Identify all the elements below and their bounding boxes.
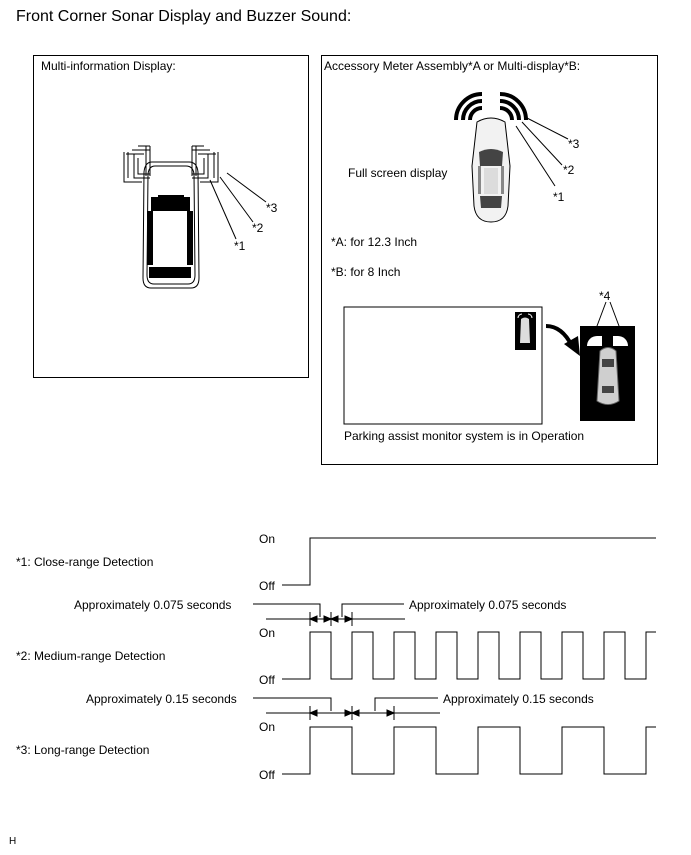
on-label-3: On [259,720,275,734]
page-title: Front Corner Sonar Display and Buzzer So… [16,8,352,25]
multi-display-screen [343,306,543,425]
note-a: *A: for 12.3 Inch [331,235,417,249]
vehicle-icon [142,161,200,289]
callout-1: *1 [553,190,565,204]
operation-label: Parking assist monitor system is in Oper… [344,429,584,443]
medium-interval-right: Approximately 0.075 seconds [409,598,566,612]
on-label-1: On [259,532,275,546]
panel-heading: Accessory Meter Assembly*A or Multi-disp… [324,59,581,73]
panel-heading: Multi-information Display: [41,59,176,73]
long-interval-right: Approximately 0.15 seconds [443,692,594,706]
medium-leader-left [253,603,321,617]
accessory-meter-diagram: *3 *2 *1 Full screen display *A: for 12.… [331,92,635,443]
note-b: *B: for 8 Inch [331,265,400,279]
close-range-waveform [282,537,656,586]
long-leader-right [374,697,438,711]
callout-2: *2 [563,163,575,177]
callout-3: *3 [266,201,278,215]
medium-interval-left: Approximately 0.075 seconds [74,598,231,612]
car-top-view [471,117,511,223]
callout-1: *1 [234,239,246,253]
callout-4-leaders [593,301,623,335]
callout-4: *4 [599,289,611,303]
arrow-head-icon [564,336,580,356]
enlarged-sonar-display [580,326,635,421]
callout-leaders [515,117,569,187]
long-leader-left [253,697,332,711]
callout-leaders [209,172,267,240]
long-interval-left: Approximately 0.15 seconds [86,692,237,706]
callout-3: *3 [568,137,580,151]
medium-range-waveform [282,631,656,680]
off-label-1: Off [259,579,275,593]
right-sonar-indicator [191,145,219,183]
left-sonar-indicator [123,145,151,183]
medium-range-label: *2: Medium-range Detection [16,649,165,663]
long-range-label: *3: Long-range Detection [16,743,149,757]
multi-information-display-panel: Multi-information Display: [33,55,309,378]
callout-2: *2 [252,221,264,235]
off-label-2: Off [259,673,275,687]
medium-leader-right [341,603,404,617]
close-range-label: *1: Close-range Detection [16,555,153,569]
long-range-waveform [282,726,656,775]
mini-car-indicator [515,312,536,350]
footer-code: H [9,836,17,847]
off-label-3: Off [259,768,275,782]
accessory-meter-panel: Accessory Meter Assembly*A or Multi-disp… [321,55,658,465]
vehicle-windows [147,195,193,278]
left-sonar-arcs [454,92,483,121]
full-screen-label: Full screen display [348,166,447,180]
right-sonar-arcs [499,92,528,121]
on-label-2: On [259,626,275,640]
mid-vehicle-diagram: *3 *2 *1 [123,145,278,289]
